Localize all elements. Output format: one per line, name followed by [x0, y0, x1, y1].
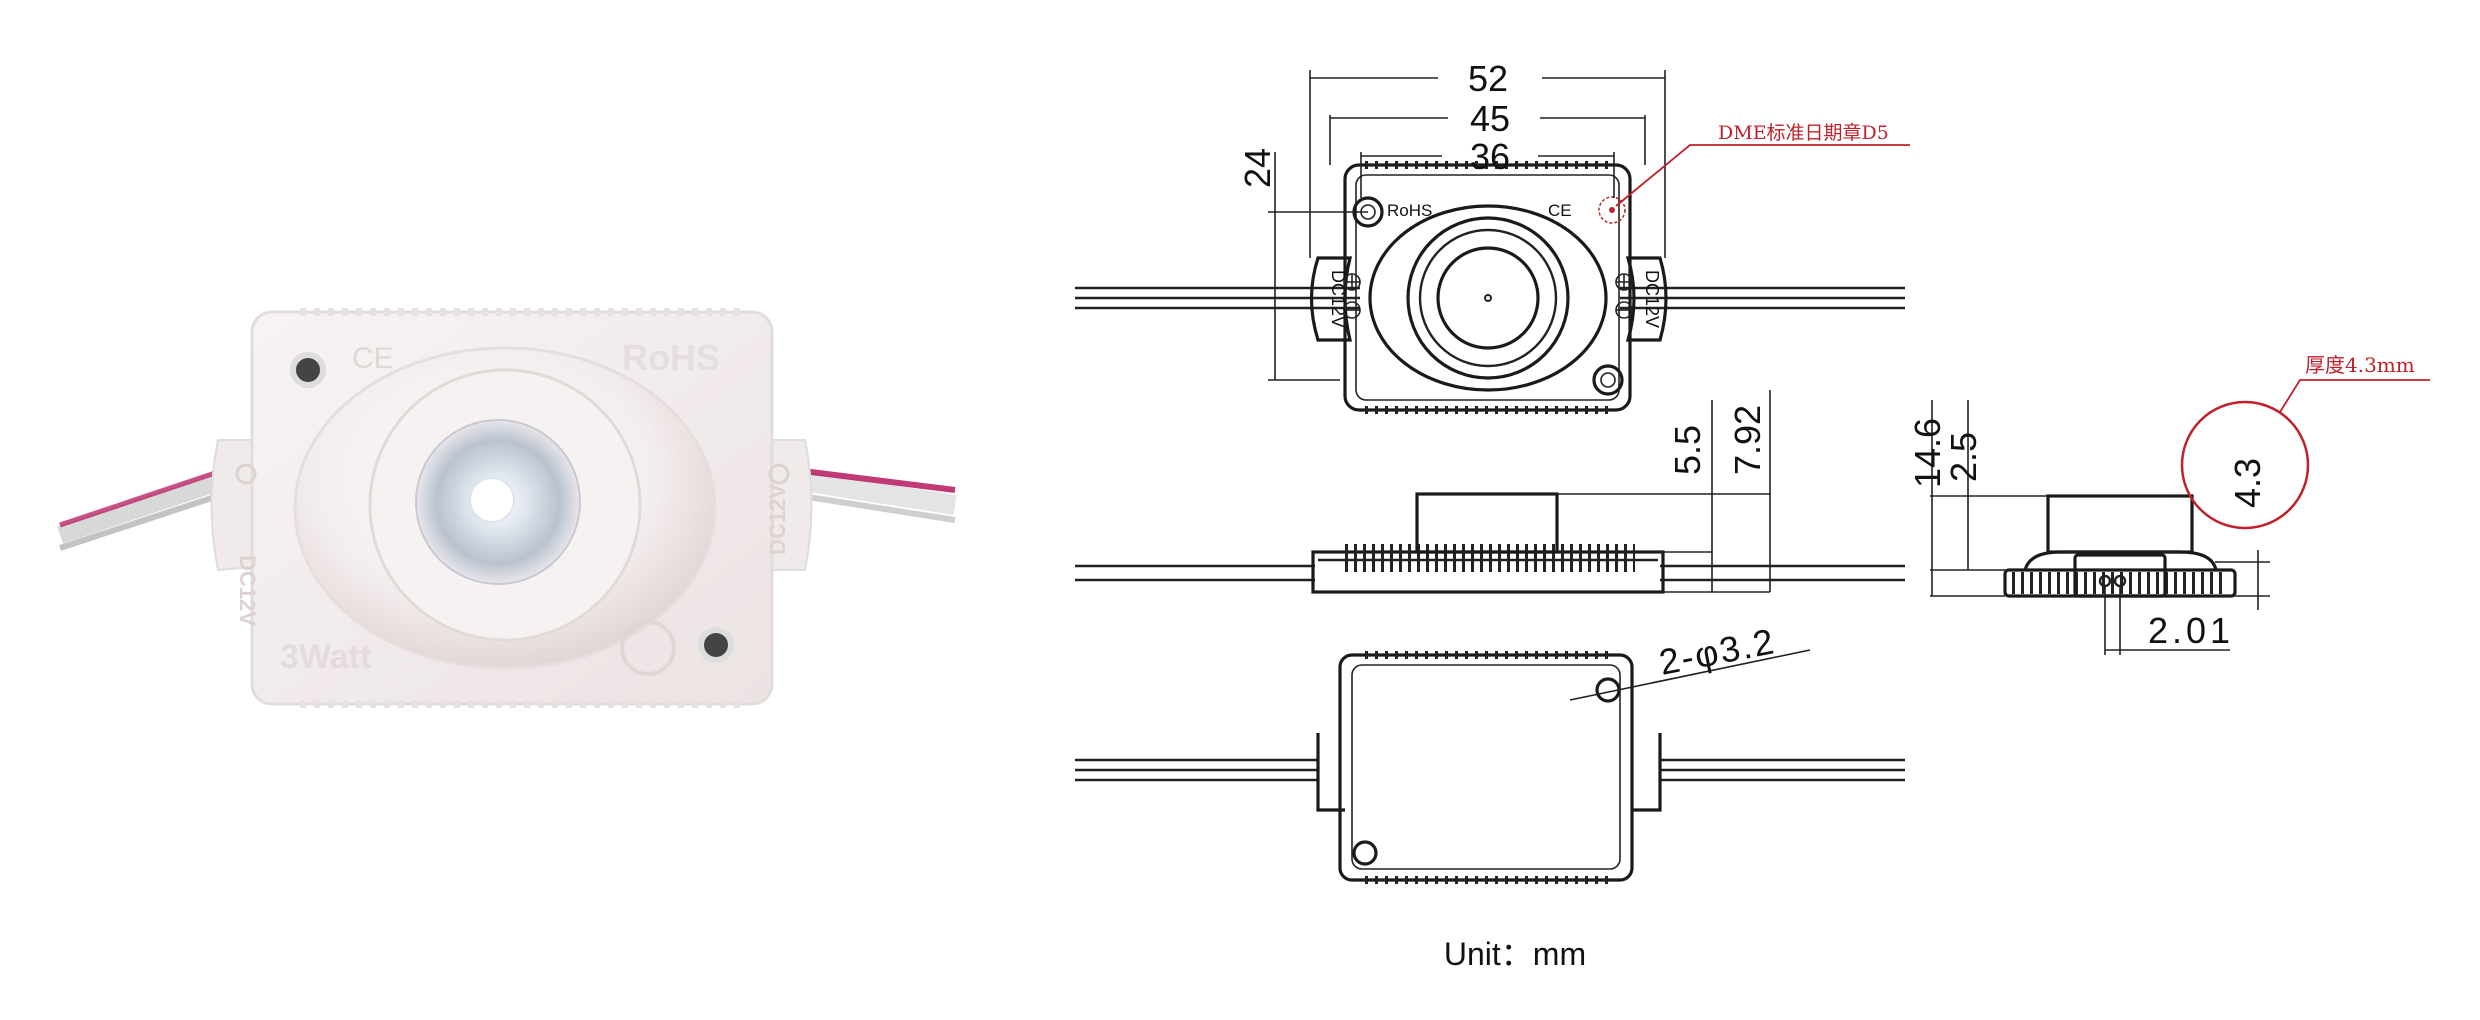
top-view-wing-right — [1625, 256, 1668, 342]
dim-height: 24 — [1237, 148, 1278, 188]
side-view: 5.5 7.92 — [1075, 390, 1905, 594]
bottom-view-wing-right — [1632, 733, 1662, 812]
top-view-lens-outer — [1406, 216, 1570, 380]
top-view-voltage-right: DC12V — [1642, 270, 1662, 328]
stamp-leader-line — [1615, 144, 1910, 207]
top-view-lens-mid — [1418, 228, 1558, 368]
dim-end-total: 14.6 — [1907, 418, 1948, 488]
dim-end-top: 2.5 — [1943, 432, 1984, 482]
top-view-voltage-left: DC12V — [1328, 270, 1348, 328]
top-view-date-stamp — [1598, 196, 1626, 224]
top-view-rohs-label: RoHS — [1387, 201, 1432, 220]
led-chip — [469, 477, 515, 523]
dim-mid-width: 45 — [1470, 98, 1510, 139]
photo-polarity-right — [768, 463, 790, 485]
photo-power-mark: 3Watt — [280, 638, 371, 676]
side-view-dome — [1415, 492, 1559, 554]
thickness-callout-circle — [2180, 400, 2310, 530]
top-view: RoHS CE DC12V DC12V 52 45 36 24 DME标准日期章… — [1075, 58, 1910, 414]
photo-voltage-right: DC12V — [765, 484, 790, 555]
top-view-led-point — [1484, 294, 1492, 302]
thickness-annotation: 厚度4.3mm — [2305, 353, 2415, 377]
dim-end-thickness: 4.3 — [2227, 458, 2268, 508]
stamp-annotation: DME标准日期章D5 — [1718, 122, 1889, 144]
end-view-dome — [2046, 494, 2194, 554]
bottom-view: 2-φ3.2 — [1075, 620, 1905, 884]
unit-label: Unit：mm — [1444, 936, 1586, 972]
top-view-ce-label: CE — [1548, 201, 1572, 220]
mount-hole-bottom-right — [698, 627, 734, 663]
dim-holes: 2-φ3.2 — [1656, 620, 1779, 683]
photo-voltage-left: DC12V — [235, 555, 260, 626]
dim-side-b: 7.92 — [1727, 405, 1768, 475]
photo-ce-mark: CE — [352, 342, 394, 375]
dim-overall-width: 52 — [1468, 58, 1508, 99]
end-view: 14.6 2.5 4.3 2.01 厚度4.3mm — [1907, 353, 2430, 655]
top-view-hole-bottom-right-inner — [1600, 372, 1616, 388]
dim-hole-spacing: 36 — [1470, 136, 1510, 177]
thickness-leader-line — [2279, 379, 2430, 413]
top-view-dimensions — [1268, 70, 1666, 381]
dim-end-pin: 2.01 — [2148, 610, 2234, 651]
wire-right — [793, 467, 957, 523]
top-view-dome — [1368, 204, 1608, 392]
wire-left — [57, 465, 233, 551]
top-view-lens-inner — [1436, 246, 1540, 350]
bottom-view-hole-bottom-left — [1352, 840, 1378, 866]
photo-date-stamp — [620, 620, 676, 676]
module-photo: CE RoHS 3Watt DC12V DC12V — [57, 308, 957, 708]
bottom-view-body — [1338, 653, 1634, 882]
mount-hole-top-left — [290, 352, 326, 388]
bottom-view-wing-left — [1316, 733, 1345, 812]
bottom-view-inner — [1351, 664, 1621, 870]
photo-rohs-mark: RoHS — [622, 337, 720, 378]
dim-side-a: 5.5 — [1667, 425, 1708, 475]
top-view-hole-bottom-right — [1592, 364, 1624, 396]
photo-polarity-left — [235, 463, 257, 485]
